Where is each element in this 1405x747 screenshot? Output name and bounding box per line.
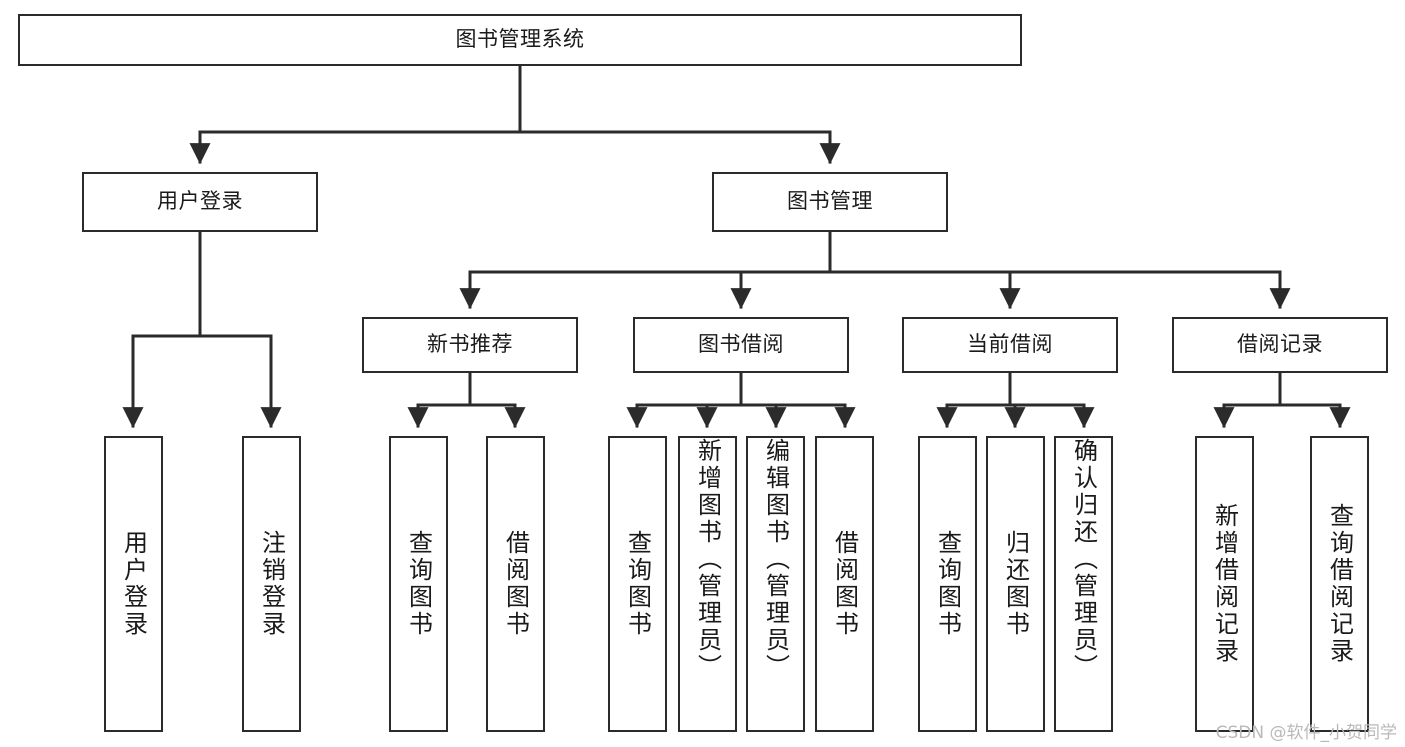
leaf-return-book-label: 归还图书 (1001, 530, 1030, 638)
leaf-query-book-recommend-label: 查询图书 (404, 530, 433, 638)
leaf-add-borrow-record[interactable]: 新增借阅记录 (1195, 436, 1254, 732)
leaf-query-book[interactable]: 查询图书 (608, 436, 667, 732)
leaf-query-book-current[interactable]: 查询图书 (918, 436, 977, 732)
leaf-return-book[interactable]: 归还图书 (986, 436, 1045, 732)
leaf-query-book-current-label: 查询图书 (933, 530, 962, 638)
edge-bookborrow-to-leaves (626, 371, 856, 429)
leaf-edit-book-admin-label: 编辑图书（管理员） (761, 438, 790, 681)
leaf-borrow-book-label: 借阅图书 (830, 530, 859, 638)
node-root[interactable]: 图书管理系统 (18, 14, 1022, 66)
leaf-borrow-book[interactable]: 借阅图书 (815, 436, 874, 732)
leaf-query-borrow-record[interactable]: 查询借阅记录 (1310, 436, 1369, 732)
leaf-confirm-return-admin-label: 确认归还（管理员） (1069, 438, 1098, 681)
edge-currentborrow-to-leaves (936, 371, 1095, 429)
node-borrowing-record-label: 借阅记录 (1237, 332, 1323, 357)
node-book-borrowing[interactable]: 图书借阅 (633, 317, 849, 373)
leaf-add-book-admin[interactable]: 新增图书（管理员） (678, 436, 737, 732)
node-current-borrowing[interactable]: 当前借阅 (902, 317, 1118, 373)
leaf-query-book-label: 查询图书 (623, 530, 652, 638)
leaf-query-borrow-record-label: 查询借阅记录 (1325, 503, 1354, 665)
node-new-book-recommendation-label: 新书推荐 (427, 332, 513, 357)
node-root-label: 图书管理系统 (455, 27, 585, 52)
edge-bookmgmt-to-level3 (459, 230, 1291, 310)
leaf-confirm-return-admin[interactable]: 确认归还（管理员） (1054, 436, 1113, 732)
leaf-edit-book-admin[interactable]: 编辑图书（管理员） (746, 436, 805, 732)
leaf-user-login[interactable]: 用户登录 (104, 436, 163, 732)
leaf-logout[interactable]: 注销登录 (242, 436, 301, 732)
watermark-text: CSDN @软件_小贺同学 (1215, 723, 1397, 743)
leaf-add-book-admin-label: 新增图书（管理员） (693, 438, 722, 681)
node-book-management[interactable]: 图书管理 (712, 172, 948, 232)
node-book-management-label: 图书管理 (787, 189, 873, 214)
node-user-login-label: 用户登录 (157, 189, 243, 214)
node-new-book-recommendation[interactable]: 新书推荐 (362, 317, 578, 373)
edge-borrowrecord-to-leaves (1213, 371, 1351, 429)
node-book-borrowing-label: 图书借阅 (698, 332, 784, 357)
node-user-login[interactable]: 用户登录 (82, 172, 318, 232)
leaf-logout-label: 注销登录 (257, 530, 286, 638)
edge-root-to-level2 (189, 64, 841, 165)
leaf-borrow-book-recommend-label: 借阅图书 (501, 530, 530, 638)
leaf-borrow-book-recommend[interactable]: 借阅图书 (486, 436, 545, 732)
leaf-add-borrow-record-label: 新增借阅记录 (1210, 503, 1239, 665)
leaf-query-book-recommend[interactable]: 查询图书 (389, 436, 448, 732)
node-current-borrowing-label: 当前借阅 (967, 332, 1053, 357)
leaf-user-login-label: 用户登录 (119, 530, 148, 638)
edge-newbook-to-leaves (407, 371, 526, 429)
edge-userlogin-to-leaves (122, 230, 282, 429)
node-borrowing-record[interactable]: 借阅记录 (1172, 317, 1388, 373)
